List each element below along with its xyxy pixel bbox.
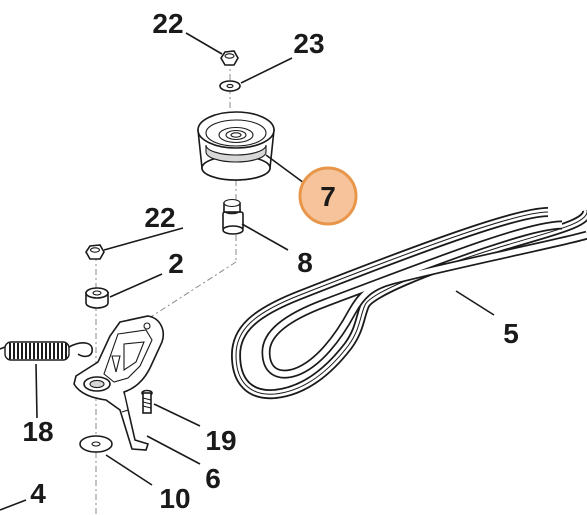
callout-18: 18	[22, 416, 53, 447]
callout-6: 6	[205, 463, 221, 494]
washer-top	[219, 80, 241, 92]
callout-7: 7	[320, 181, 336, 212]
idler-arm	[73, 315, 164, 451]
callout-8: 8	[297, 247, 313, 278]
nut-top	[220, 50, 239, 66]
callout-22-middle: 22	[144, 202, 175, 233]
leader-lines	[0, 32, 495, 511]
callout-10: 10	[159, 483, 190, 514]
callout-4: 4	[30, 478, 46, 509]
flange-bushing	[85, 287, 109, 309]
washer-bottom	[79, 435, 113, 453]
callout-labels: 22 23 7 22 8 2 5 18 19 6 4 10	[22, 8, 518, 514]
callout-23: 23	[293, 28, 324, 59]
highlight-circle-7	[298, 166, 358, 226]
drive-belt	[231, 207, 587, 400]
nut-middle	[85, 244, 105, 260]
callout-5: 5	[503, 318, 519, 349]
callout-22-top: 22	[152, 8, 183, 39]
tension-spring	[0, 341, 93, 361]
callout-2: 2	[168, 248, 184, 279]
idler-pulley	[197, 111, 275, 181]
spacer-bushing	[222, 198, 244, 235]
bolt	[141, 389, 153, 414]
callout-19: 19	[205, 425, 236, 456]
